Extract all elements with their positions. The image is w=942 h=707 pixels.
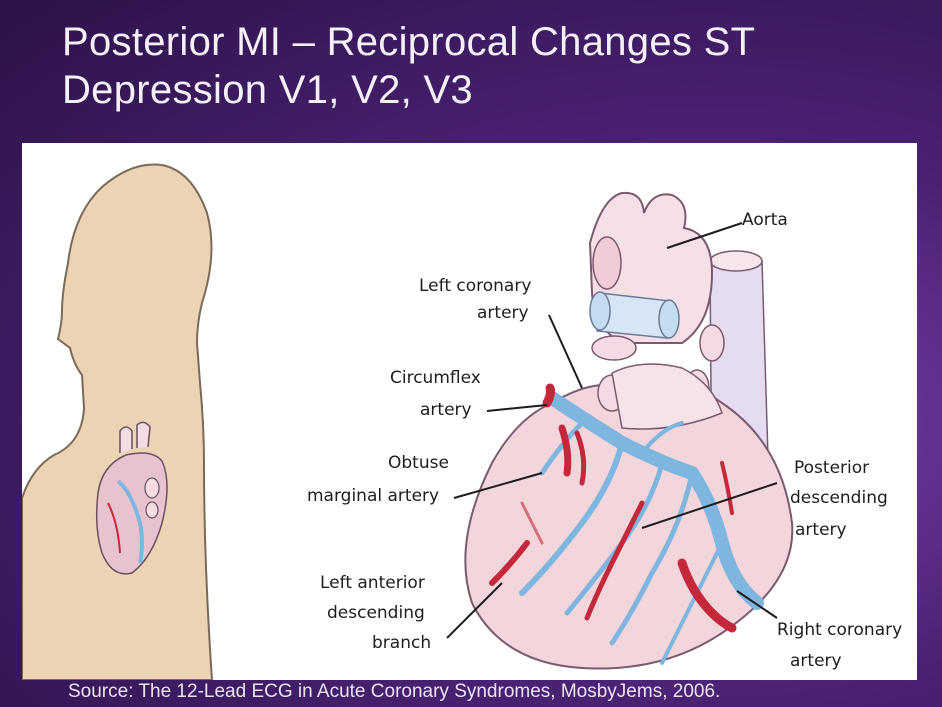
label-pda-3: artery — [795, 520, 847, 540]
source-caption: Source: The 12-Lead ECG in Acute Coronar… — [68, 681, 720, 703]
label-lad-2: descending — [327, 603, 425, 623]
title-line-2: Depression V1, V2, V3 — [62, 66, 882, 114]
slide-title: Posterior MI – Reciprocal Changes ST Dep… — [62, 18, 882, 114]
label-pda-2: descending — [790, 488, 888, 508]
large-heart-illustration — [465, 193, 792, 669]
label-pda-1: Posterior — [794, 458, 869, 478]
label-obtuse-2: marginal artery — [307, 486, 439, 506]
label-left-coronary-2: artery — [477, 303, 529, 323]
title-line-1: Posterior MI – Reciprocal Changes ST — [62, 18, 882, 66]
heart-anatomy-illustration: Aorta Left coronary artery Circumflex ar… — [22, 143, 917, 680]
label-aorta: Aorta — [742, 210, 788, 230]
human-silhouette — [22, 164, 212, 680]
label-rca-1: Right coronary — [777, 620, 902, 640]
label-left-coronary-1: Left coronary — [419, 276, 531, 296]
label-lad-3: branch — [372, 633, 431, 653]
label-circumflex-1: Circumflex — [390, 368, 481, 388]
label-obtuse-1: Obtuse — [388, 453, 449, 473]
figure-panel: Aorta Left coronary artery Circumflex ar… — [22, 143, 917, 680]
label-rca-2: artery — [790, 651, 842, 671]
label-lad-1: Left anterior — [320, 573, 425, 593]
label-circumflex-2: artery — [420, 400, 472, 420]
